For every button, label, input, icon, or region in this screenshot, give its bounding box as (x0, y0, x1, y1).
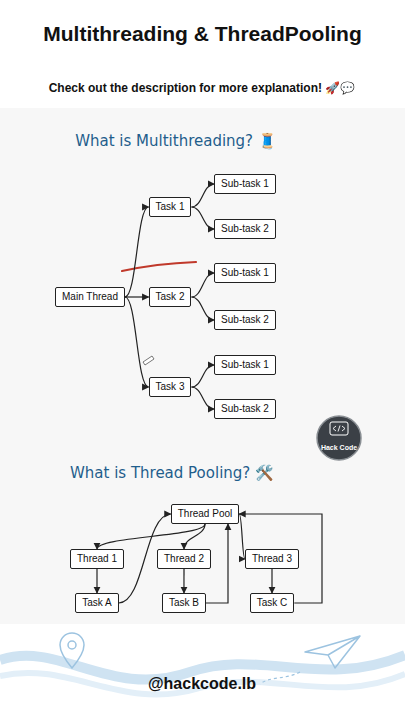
thread-pool-box: Thread Pool (171, 504, 239, 524)
thread-box: Thread 2 (157, 549, 211, 569)
node-text: Thread 1 (77, 553, 117, 565)
node-text: Thread 3 (252, 553, 292, 565)
pin-dot (68, 641, 76, 649)
social-handle: @hackcode.lb (148, 675, 256, 693)
node-text: Sub-task 1 (221, 178, 269, 190)
connector-arrow (191, 273, 214, 297)
node-text: Sub-task 1 (221, 267, 269, 279)
red-stroke (122, 262, 196, 271)
node-text: Thread 2 (164, 553, 204, 565)
pencil-icon (143, 356, 154, 365)
connector-arrow (125, 297, 149, 387)
diagram-background (0, 108, 405, 624)
node-text: Task C (257, 597, 288, 609)
logo-badge (317, 416, 361, 460)
pencil-body (143, 356, 154, 365)
subtitle: Check out the description for more expla… (5, 81, 400, 95)
node-text: Sub-task 2 (221, 223, 269, 235)
task-box: Task 2 (149, 287, 192, 307)
task-box: Task A (75, 593, 118, 613)
paper-plane-icon (260, 636, 360, 684)
node-text: Task 3 (156, 381, 185, 393)
connector-arrow (239, 514, 322, 603)
connector-arrow (96, 569, 97, 593)
subtask-box: Sub-task 1 (214, 355, 276, 375)
task-box: Task C (250, 593, 295, 613)
node-text: Task 2 (156, 291, 185, 303)
connector-arrow (191, 297, 214, 320)
node-text: Thread Pool (178, 508, 232, 520)
main-thread-box: Main Thread (55, 287, 125, 307)
task-box: Task 1 (149, 197, 192, 217)
node-text: Task A (82, 597, 111, 609)
footer-wave (0, 673, 405, 695)
connector-arrow (191, 365, 214, 387)
logo-circle (317, 416, 361, 460)
node-text: Sub-task 1 (221, 359, 269, 371)
connector-arrow (191, 184, 214, 207)
node-text: Main Thread (62, 291, 118, 303)
task-box: Task B (162, 593, 206, 613)
section-heading: What is Multithreading? 🧵 (75, 132, 277, 150)
footer-band (0, 624, 405, 720)
node-text: Sub-task 2 (221, 403, 269, 415)
subtask-box: Sub-task 2 (214, 219, 276, 239)
plane-trail (260, 672, 300, 684)
subtask-box: Sub-task 2 (214, 310, 276, 330)
node-text: Sub-task 2 (221, 314, 269, 326)
node-text: Task B (169, 597, 199, 609)
subtask-box: Sub-task 2 (214, 399, 276, 419)
section-heading: What is Thread Pooling? 🛠️ (70, 464, 274, 482)
task-box: Task 3 (149, 377, 192, 397)
subtask-box: Sub-task 1 (214, 174, 276, 194)
pin-outline (60, 633, 84, 668)
thread-box: Thread 3 (245, 549, 299, 569)
connector-arrow (184, 524, 205, 549)
node-text: Task 1 (156, 201, 185, 213)
connector-arrow (125, 296, 149, 297)
logo-text: Hack Code (321, 444, 357, 451)
map-pin-icon (60, 633, 84, 668)
plane-outline (305, 636, 360, 668)
connector-arrow (125, 207, 149, 297)
connector-arrow (183, 569, 184, 593)
connector-arrow (191, 207, 214, 229)
connector-arrow (271, 569, 272, 593)
subtask-box: Sub-task 1 (214, 263, 276, 283)
thread-box: Thread 1 (70, 549, 124, 569)
connector-arrow (97, 524, 205, 549)
logo-screen (330, 422, 348, 435)
page-title: Multithreading & ThreadPooling (0, 22, 405, 46)
connector-arrow (191, 387, 214, 409)
logo-code-symbol (333, 426, 345, 432)
